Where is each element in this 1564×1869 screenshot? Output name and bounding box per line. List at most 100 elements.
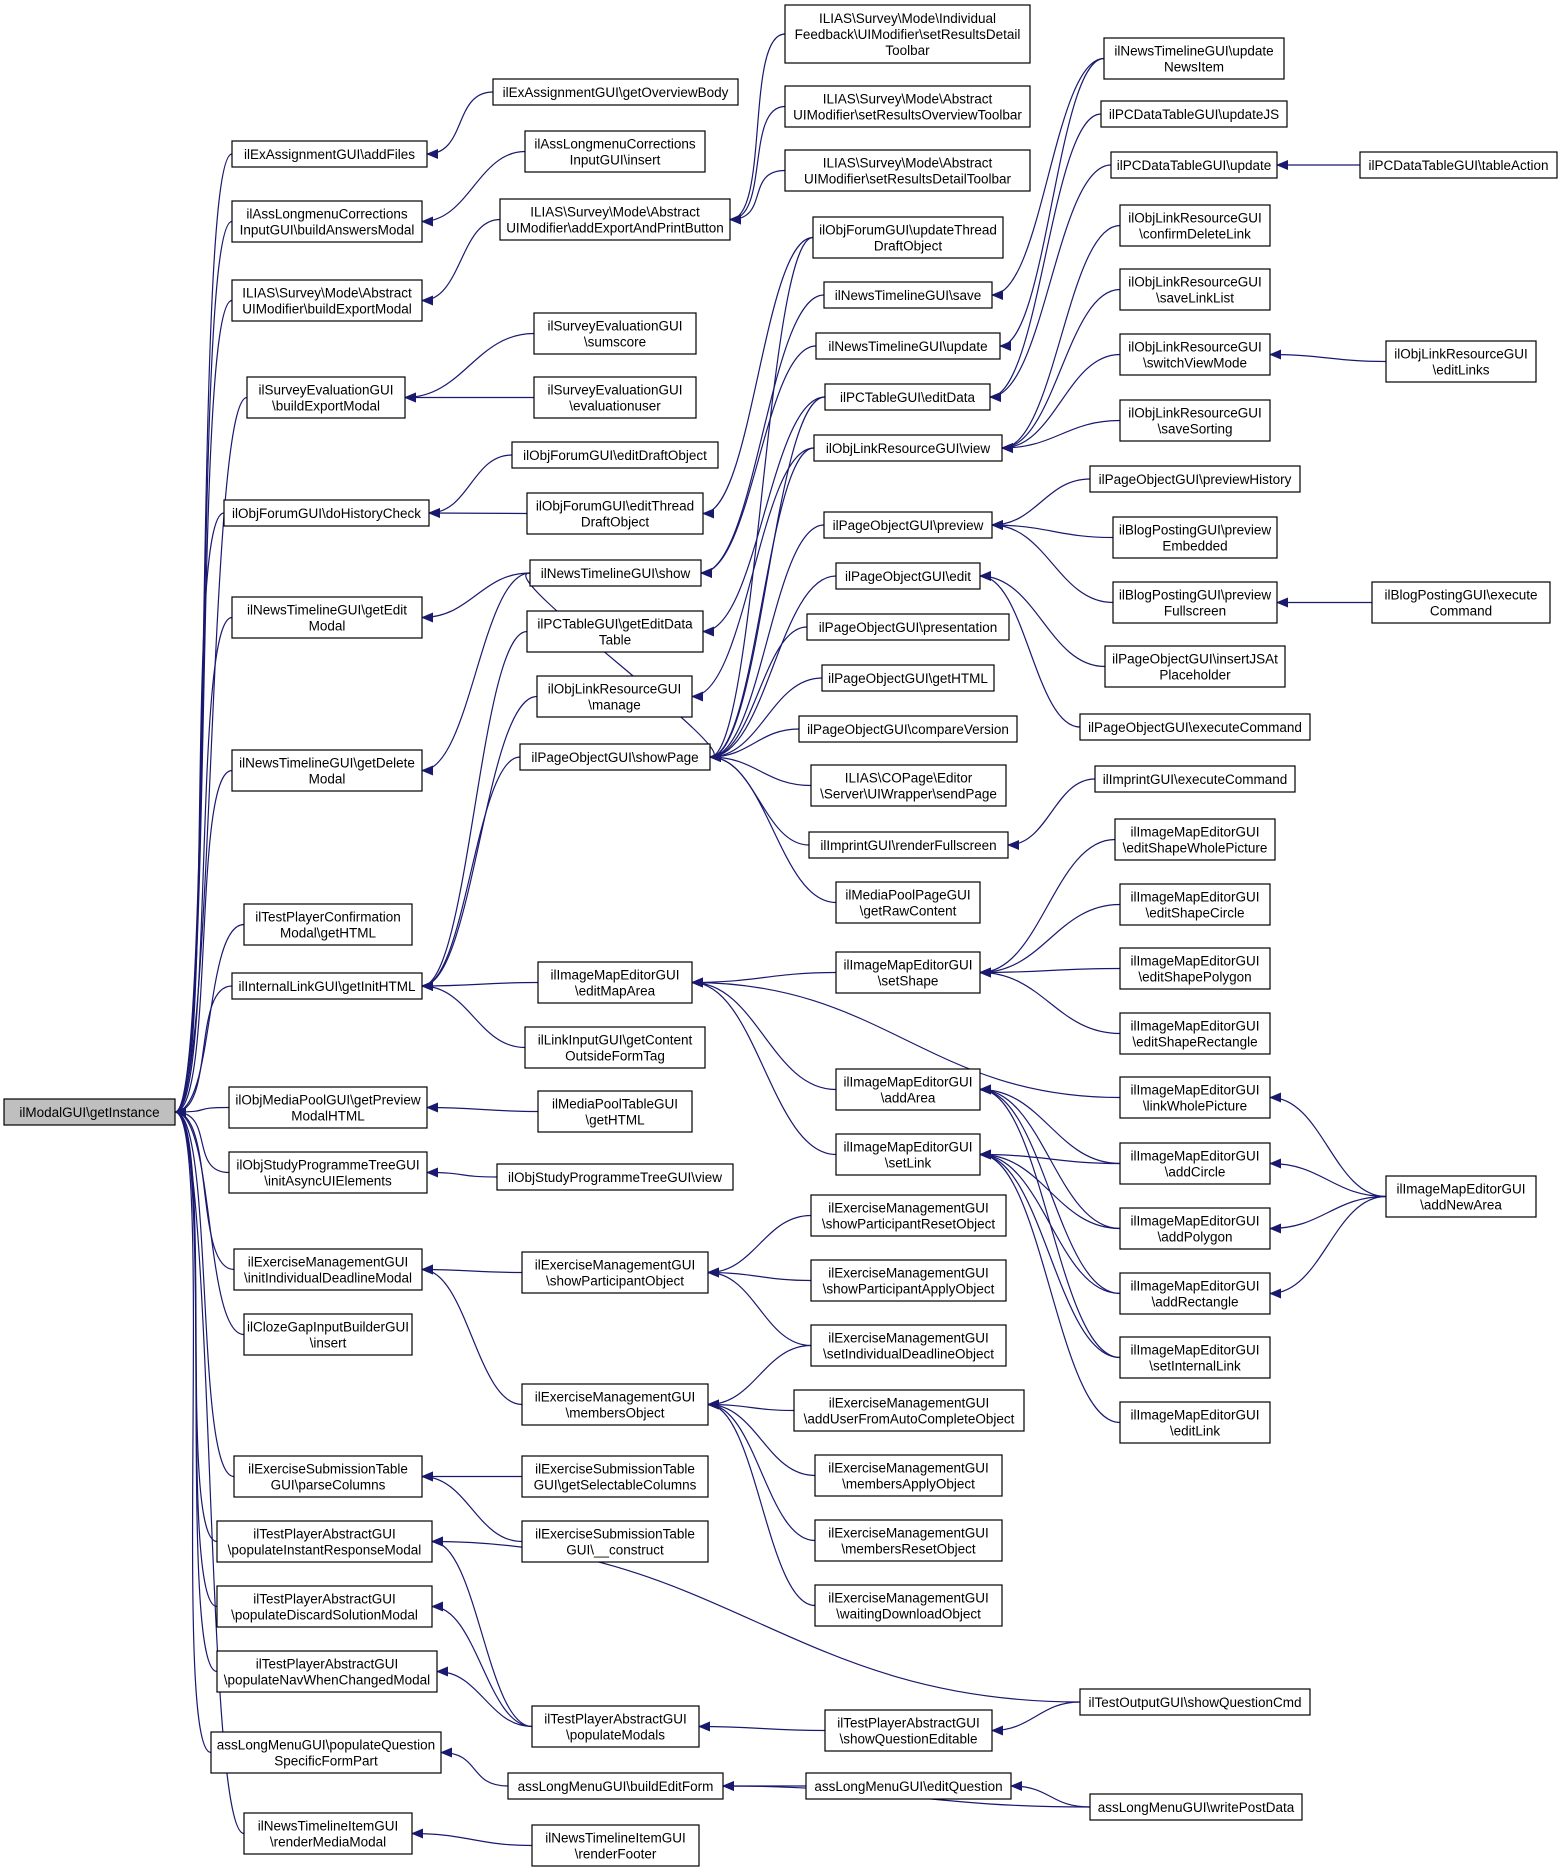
node-c19[interactable]: ilImageMapEditorGUI\setLink xyxy=(835,1133,981,1176)
node-e2[interactable]: ilObjLinkResourceGUI\editLinks xyxy=(1385,340,1537,383)
node-d5[interactable]: ilObjLinkResourceGUI\saveLinkList xyxy=(1119,268,1271,311)
node-a13[interactable]: ilClozeGapInputBuilderGUI\insert xyxy=(243,1313,413,1356)
node-a11[interactable]: ilObjStudyProgrammeTreeGUI\initAsyncUIEl… xyxy=(228,1151,428,1194)
node-a12[interactable]: ilExerciseManagementGUI\initIndividualDe… xyxy=(233,1248,423,1291)
node-e4[interactable]: ilImageMapEditorGUI\addNewArea xyxy=(1385,1175,1537,1218)
node-b8[interactable]: ilNewsTimelineGUI\show xyxy=(529,559,702,587)
node-d20[interactable]: ilImageMapEditorGUI\addPolygon xyxy=(1119,1207,1271,1250)
node-c27[interactable]: ilTestPlayerAbstractGUI\showQuestionEdit… xyxy=(824,1709,993,1752)
node-b17[interactable]: ilExerciseManagementGUI\membersObject xyxy=(521,1383,709,1426)
node-c26[interactable]: ilExerciseManagementGUI\waitingDownloadO… xyxy=(814,1584,1003,1627)
node-c16[interactable]: ilMediaPoolPageGUI\getRawContent xyxy=(835,881,981,924)
node-a5[interactable]: ilObjForumGUI\doHistoryCheck xyxy=(223,499,430,527)
node-c1[interactable]: ILIAS\Survey\Mode\IndividualFeedback\UIM… xyxy=(784,4,1031,64)
node-c15[interactable]: ilImprintGUI\renderFullscreen xyxy=(808,831,1009,859)
node-a2[interactable]: ilAssLongmenuCorrectionsInputGUI\buildAn… xyxy=(231,200,423,243)
node-d14[interactable]: ilImageMapEditorGUI\editShapeWholePictur… xyxy=(1114,818,1276,861)
node-b21[interactable]: assLongMenuGUI\buildEditForm xyxy=(507,1772,724,1800)
node-d16[interactable]: ilImageMapEditorGUI\editShapePolygon xyxy=(1119,947,1271,990)
edge-b20-to-a17 xyxy=(436,1666,533,1728)
node-c24[interactable]: ilExerciseManagementGUI\membersApplyObje… xyxy=(814,1454,1003,1497)
node-c21[interactable]: ilExerciseManagementGUI\showParticipantA… xyxy=(810,1259,1007,1302)
node-a15[interactable]: ilTestPlayerAbstractGUI\populateInstantR… xyxy=(216,1520,433,1563)
node-b15[interactable]: ilObjStudyProgrammeTreeGUI\view xyxy=(496,1163,734,1191)
node-c3[interactable]: ILIAS\Survey\Mode\AbstractUIModifier\set… xyxy=(784,149,1031,192)
node-b12[interactable]: ilImageMapEditorGUI\editMapArea xyxy=(537,961,693,1004)
node-a3[interactable]: ILIAS\Survey\Mode\AbstractUIModifier\bui… xyxy=(231,279,423,322)
node-b11[interactable]: ilPageObjectGUI\showPage xyxy=(519,743,711,771)
node-c13[interactable]: ilPageObjectGUI\compareVersion xyxy=(798,715,1018,743)
node-d17[interactable]: ilImageMapEditorGUI\editShapeRectangle xyxy=(1119,1012,1271,1055)
node-b3[interactable]: ILIAS\Survey\Mode\AbstractUIModifier\add… xyxy=(499,198,731,241)
node-d15[interactable]: ilImageMapEditorGUI\editShapeCircle xyxy=(1119,883,1271,926)
node-c14[interactable]: ILIAS\COPage\Editor\Server\UIWrapper\sen… xyxy=(810,764,1007,807)
node-a1[interactable]: ilExAssignmentGUI\addFiles xyxy=(231,140,428,168)
node-b20[interactable]: ilTestPlayerAbstractGUI\populateModals xyxy=(531,1705,700,1748)
node-d3[interactable]: ilPCDataTableGUI\update xyxy=(1110,151,1278,179)
node-a19[interactable]: ilNewsTimelineItemGUI\renderMediaModal xyxy=(243,1812,413,1855)
node-c28[interactable]: assLongMenuGUI\editQuestion xyxy=(805,1772,1012,1800)
node-c7[interactable]: ilPCTableGUI\editData xyxy=(824,383,991,411)
node-c18[interactable]: ilImageMapEditorGUI\addArea xyxy=(835,1068,981,1111)
node-c11[interactable]: ilPageObjectGUI\presentation xyxy=(806,613,1010,641)
node-c12[interactable]: ilPageObjectGUI\getHTML xyxy=(821,664,995,692)
node-d21[interactable]: ilImageMapEditorGUI\addRectangle xyxy=(1119,1272,1271,1315)
node-d8[interactable]: ilPageObjectGUI\previewHistory xyxy=(1089,465,1301,493)
node-a9[interactable]: ilInternalLinkGUI\getInitHTML xyxy=(231,972,423,1000)
node-b5[interactable]: ilSurveyEvaluationGUI\evaluationuser xyxy=(533,376,697,419)
node-d18[interactable]: ilImageMapEditorGUI\linkWholePicture xyxy=(1119,1076,1271,1119)
node-b6[interactable]: ilObjForumGUI\editDraftObject xyxy=(511,441,719,469)
node-e3[interactable]: ilBlogPostingGUI\executeCommand xyxy=(1371,581,1551,624)
node-c20[interactable]: ilExerciseManagementGUI\showParticipantR… xyxy=(810,1194,1007,1237)
node-b1[interactable]: ilExAssignmentGUI\getOverviewBody xyxy=(492,78,739,106)
node-b4[interactable]: ilSurveyEvaluationGUI\sumscore xyxy=(533,312,697,355)
node-b10[interactable]: ilObjLinkResourceGUI\manage xyxy=(536,675,693,718)
node-d2[interactable]: ilPCDataTableGUI\updateJS xyxy=(1100,100,1288,128)
node-d6[interactable]: ilObjLinkResourceGUI\switchViewMode xyxy=(1119,333,1271,376)
node-a18[interactable]: assLongMenuGUI\populateQuestionSpecificF… xyxy=(210,1731,442,1774)
node-d4[interactable]: ilObjLinkResourceGUI\confirmDeleteLink xyxy=(1119,204,1271,247)
node-d24[interactable]: ilTestOutputGUI\showQuestionCmd xyxy=(1079,1688,1311,1716)
node-d13[interactable]: ilImprintGUI\executeCommand xyxy=(1094,765,1296,793)
node-a14[interactable]: ilExerciseSubmissionTableGUI\parseColumn… xyxy=(233,1455,423,1498)
node-c8[interactable]: ilObjLinkResourceGUI\view xyxy=(813,434,1003,462)
node-d7[interactable]: ilObjLinkResourceGUI\saveSorting xyxy=(1119,399,1271,442)
node-a4[interactable]: ilSurveyEvaluationGUI\buildExportModal xyxy=(246,376,406,419)
root-node[interactable]: ilModalGUI\getInstance xyxy=(3,1098,176,1126)
node-c9[interactable]: ilPageObjectGUI\preview xyxy=(823,511,993,539)
node-c22[interactable]: ilExerciseManagementGUI\setIndividualDea… xyxy=(810,1324,1007,1367)
node-d12[interactable]: ilPageObjectGUI\executeCommand xyxy=(1079,713,1311,741)
node-c17[interactable]: ilImageMapEditorGUI\setShape xyxy=(835,951,981,994)
node-b14[interactable]: ilMediaPoolTableGUI\getHTML xyxy=(537,1090,693,1133)
node-d25[interactable]: assLongMenuGUI\writePostData xyxy=(1089,1793,1303,1821)
node-c25[interactable]: ilExerciseManagementGUI\membersResetObje… xyxy=(814,1519,1003,1562)
node-c23[interactable]: ilExerciseManagementGUI\addUserFromAutoC… xyxy=(793,1389,1025,1432)
node-c2[interactable]: ILIAS\Survey\Mode\AbstractUIModifier\set… xyxy=(784,85,1031,128)
node-e1[interactable]: ilPCDataTableGUI\tableAction xyxy=(1359,151,1558,179)
node-d22[interactable]: ilImageMapEditorGUI\setInternalLink xyxy=(1119,1336,1271,1379)
node-a16[interactable]: ilTestPlayerAbstractGUI\populateDiscardS… xyxy=(216,1585,433,1628)
node-c6[interactable]: ilNewsTimelineGUI\update xyxy=(815,332,1001,360)
node-a17[interactable]: ilTestPlayerAbstractGUI\populateNavWhenC… xyxy=(216,1650,438,1693)
node-c10[interactable]: ilPageObjectGUI\edit xyxy=(835,562,981,590)
node-b16[interactable]: ilExerciseManagementGUI\showParticipantO… xyxy=(521,1251,709,1294)
node-d23[interactable]: ilImageMapEditorGUI\editLink xyxy=(1119,1401,1271,1444)
node-c5[interactable]: ilNewsTimelineGUI\save xyxy=(823,281,993,309)
node-d19[interactable]: ilImageMapEditorGUI\addCircle xyxy=(1119,1142,1271,1185)
node-b22[interactable]: ilNewsTimelineItemGUI\renderFooter xyxy=(531,1824,700,1867)
node-b18[interactable]: ilExerciseSubmissionTableGUI\getSelectab… xyxy=(521,1455,709,1498)
